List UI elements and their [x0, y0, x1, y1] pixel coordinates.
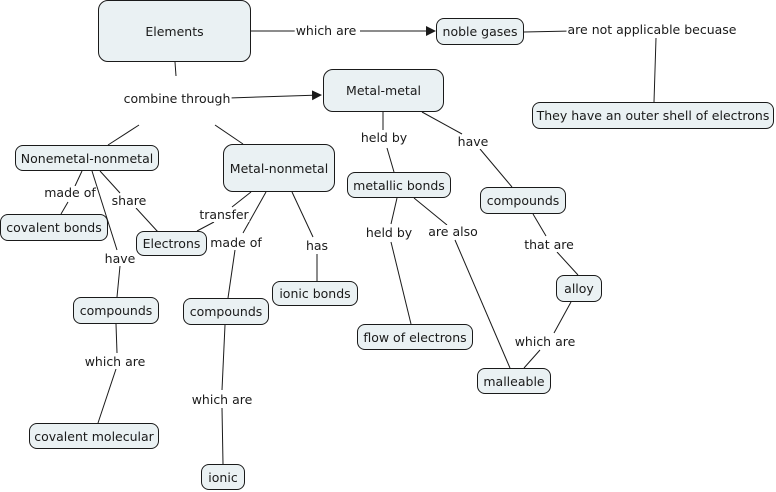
concept-node-metal-nonmetal[interactable]: Metal-nonmetal — [223, 144, 335, 192]
edge-have-compounds — [479, 148, 513, 188]
concept-label: Metal-metal — [346, 83, 421, 98]
link-phrase-transfer[interactable]: transfer — [198, 207, 250, 222]
concept-label: ionic — [208, 469, 238, 485]
concept-label: Metal-nonmetal — [229, 160, 329, 176]
concept-label: Nonemetal-nonmetal — [20, 150, 154, 166]
edge-metal-metal-have — [421, 111, 463, 135]
concept-node-compounds-metal-nonmetal[interactable]: compounds — [183, 298, 269, 325]
concept-label: metallic bonds — [353, 177, 445, 193]
concept-node-nonmetal-nonmetal[interactable]: Nonemetal-nonmetal — [15, 145, 159, 171]
edge-compounds-nn-which-are — [115, 323, 118, 354]
link-phrase-held-by[interactable]: held by — [364, 225, 414, 240]
concept-node-flow-of-electrons[interactable]: flow of electrons — [357, 324, 473, 350]
concept-label: covalent bonds — [6, 220, 102, 235]
edge-held-by-flow — [390, 241, 412, 325]
edge-mn-has — [291, 191, 314, 238]
edge-made-of-compounds-mn — [227, 249, 236, 299]
edge-held-by-metallic — [386, 147, 395, 173]
link-phrase-held-by[interactable]: held by — [359, 130, 409, 145]
concept-node-malleable[interactable]: malleable — [477, 368, 551, 394]
link-phrase-made-of[interactable]: made of — [209, 235, 263, 250]
concept-node-ionic-bonds[interactable]: ionic bonds — [272, 281, 358, 306]
concept-label: Elements — [145, 23, 204, 39]
edge-have-compounds-nn — [116, 265, 121, 298]
concept-node-compounds-nonmetal[interactable]: compounds — [73, 297, 159, 324]
edge-combine-metal-nonmetal — [214, 124, 244, 145]
edge-are-also-malleable — [454, 239, 511, 369]
edge-compounds-that-are — [532, 213, 547, 237]
link-phrase-which-are[interactable]: which are — [513, 334, 577, 349]
edge-which-are-covalent-molecular — [97, 368, 117, 424]
concept-label: They have an outer shell of electrons — [536, 108, 770, 123]
edge-nn-made-of — [74, 170, 83, 187]
concept-label: compounds — [189, 304, 263, 319]
concept-node-electrons[interactable]: Electrons — [136, 231, 207, 256]
edge-combine-nonmetal — [107, 124, 140, 146]
concept-label: noble gases — [442, 24, 518, 39]
concept-node-ionic[interactable]: ionic — [201, 464, 245, 490]
link-phrase-have[interactable]: have — [103, 251, 137, 266]
concept-node-covalent-bonds[interactable]: covalent bonds — [0, 214, 108, 241]
edge-not-applicable-outer-shell — [653, 37, 657, 103]
concept-label: compounds — [79, 303, 153, 318]
concept-label: covalent molecular — [34, 428, 154, 444]
concept-label: ionic bonds — [279, 286, 351, 301]
concept-label: Electrons — [142, 236, 201, 251]
link-phrase-which-are[interactable]: which are — [83, 354, 147, 369]
link-phrase-has[interactable]: has — [304, 238, 330, 253]
link-phrase-that-are[interactable]: that are — [523, 237, 575, 252]
edge-combine-metal-metal — [228, 90, 322, 101]
concept-label: malleable — [483, 373, 545, 389]
concept-label: compounds — [486, 193, 560, 208]
concept-node-covalent-molecular[interactable]: covalent molecular — [29, 423, 159, 449]
edge-that-are-alloy — [556, 251, 579, 276]
concept-node-compounds-metal[interactable]: compounds — [480, 187, 566, 214]
concept-label: alloy — [564, 281, 594, 296]
link-phrase-combine-through[interactable]: combine through — [122, 91, 232, 106]
edge-which-are-malleable — [523, 349, 541, 369]
link-phrase-made-of[interactable]: made of — [43, 185, 97, 200]
edge-elements-combine — [174, 61, 177, 77]
link-phrase-share[interactable]: share — [110, 193, 148, 208]
edge-compounds-mn-which-are — [221, 324, 226, 391]
concept-node-alloy[interactable]: alloy — [556, 275, 602, 302]
edge-alloy-which-are — [553, 301, 572, 334]
edge-mn-transfer — [231, 191, 252, 208]
edge-transfer-electrons — [196, 221, 215, 232]
link-phrase-which-are[interactable]: which are — [190, 392, 254, 407]
edge-metallic-are-also — [413, 197, 448, 226]
edge-which-are-ionic — [221, 407, 224, 465]
edge-nn-share — [99, 170, 121, 194]
edge-made-of-covalent-bonds — [60, 201, 69, 215]
link-phrase-have[interactable]: have — [456, 134, 490, 149]
link-phrase-not-applicable[interactable]: are not applicable becuase — [566, 22, 738, 37]
edge-share-electrons — [135, 207, 159, 233]
edge-noble-not-applicable — [523, 30, 573, 33]
concept-node-metal-metal[interactable]: Metal-metal — [323, 69, 444, 112]
concept-label: flow of electrons — [363, 329, 467, 345]
concept-node-noble-gases[interactable]: noble gases — [436, 18, 524, 45]
edge-nn-have — [91, 170, 118, 251]
link-phrase-which-are[interactable]: which are — [294, 23, 358, 38]
concept-node-elements[interactable]: Elements — [98, 0, 251, 62]
concept-node-outer-shell[interactable]: They have an outer shell of electrons — [532, 102, 774, 129]
link-phrase-are-also[interactable]: are also — [427, 224, 479, 239]
edge-mn-made-of — [242, 191, 267, 234]
concept-node-metallic-bonds[interactable]: metallic bonds — [347, 172, 451, 198]
edge-metallic-held-by — [390, 197, 398, 225]
